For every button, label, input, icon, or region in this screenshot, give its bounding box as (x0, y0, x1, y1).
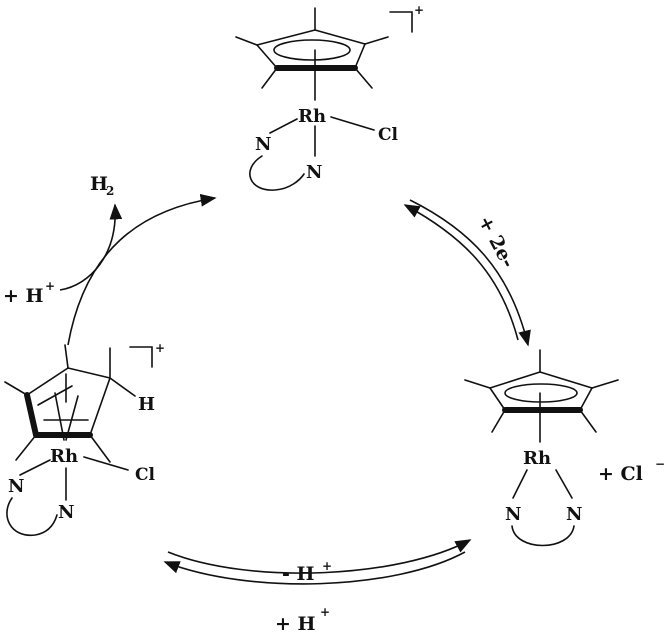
cl-minus-charge: − (655, 457, 665, 471)
h2-subscript: 2 (106, 184, 114, 198)
cp-star-h-ring-left (4, 344, 136, 463)
rh-atom-top: Rh (298, 106, 326, 127)
bipyridine-arc-right (511, 525, 575, 547)
rh-n1-bond-right (512, 469, 528, 499)
minus-h-plus-label: - H (282, 563, 315, 585)
chloride-released: + Cl − (598, 457, 665, 485)
complex-right-rh-i: Rh N N (464, 349, 619, 547)
charge-plus-top: + (414, 3, 424, 17)
n-atom-1-top: N (255, 134, 271, 155)
cl-atom-left: Cl (135, 465, 156, 485)
n-atom-1-left: N (8, 476, 24, 497)
plus-h-plus-left-charge: + (45, 279, 55, 293)
bipyridine-arc-left (6, 497, 58, 536)
reduction-equilibrium-arrow (403, 199, 531, 347)
n-atom-2-right: N (566, 504, 582, 525)
n-atom-1-right: N (505, 504, 521, 525)
h2-label: H (90, 173, 108, 195)
cp-star-ring-top (235, 7, 389, 89)
complex-top-rh-iii: + Rh Cl N N (235, 3, 424, 191)
charge-plus-left: + (155, 341, 165, 355)
charge-bracket-left (129, 346, 153, 368)
rh-n1-bond-top (269, 118, 298, 134)
h2-release-arrow (67, 193, 217, 346)
n-atom-2-left: N (58, 502, 74, 523)
complex-left-cp-h: H + Rh Cl N N (4, 341, 165, 536)
charge-bracket-top (389, 11, 413, 33)
plus-h-plus-bottom-label: + H (275, 613, 316, 632)
bipyridine-arc-top (249, 155, 305, 191)
rh-n2-bond-right (555, 469, 573, 499)
h-atom-left: H (138, 394, 155, 415)
cl-minus-label: + Cl (598, 463, 643, 485)
rh-cl-bond-top (330, 116, 375, 131)
plus-h-plus-bottom-charge: + (320, 605, 330, 619)
cl-atom-top: Cl (378, 125, 399, 145)
rh-ring-bond-2-left (65, 395, 79, 441)
plus-h-plus-left-label: + H (3, 285, 44, 307)
minus-h-plus-charge: + (322, 559, 332, 573)
rh-cl-bond-left (83, 456, 129, 471)
rh-atom-right: Rh (523, 448, 551, 469)
cp-star-ring-right (464, 349, 619, 433)
protonation-equilibrium-arrow (163, 539, 472, 585)
rh-ring-bond-1-left (54, 392, 65, 441)
h2-side-arrow (59, 203, 123, 291)
n-atom-2-top: N (306, 162, 322, 183)
rh-n1-bond-left (19, 459, 51, 476)
rh-atom-left: Rh (50, 446, 78, 467)
